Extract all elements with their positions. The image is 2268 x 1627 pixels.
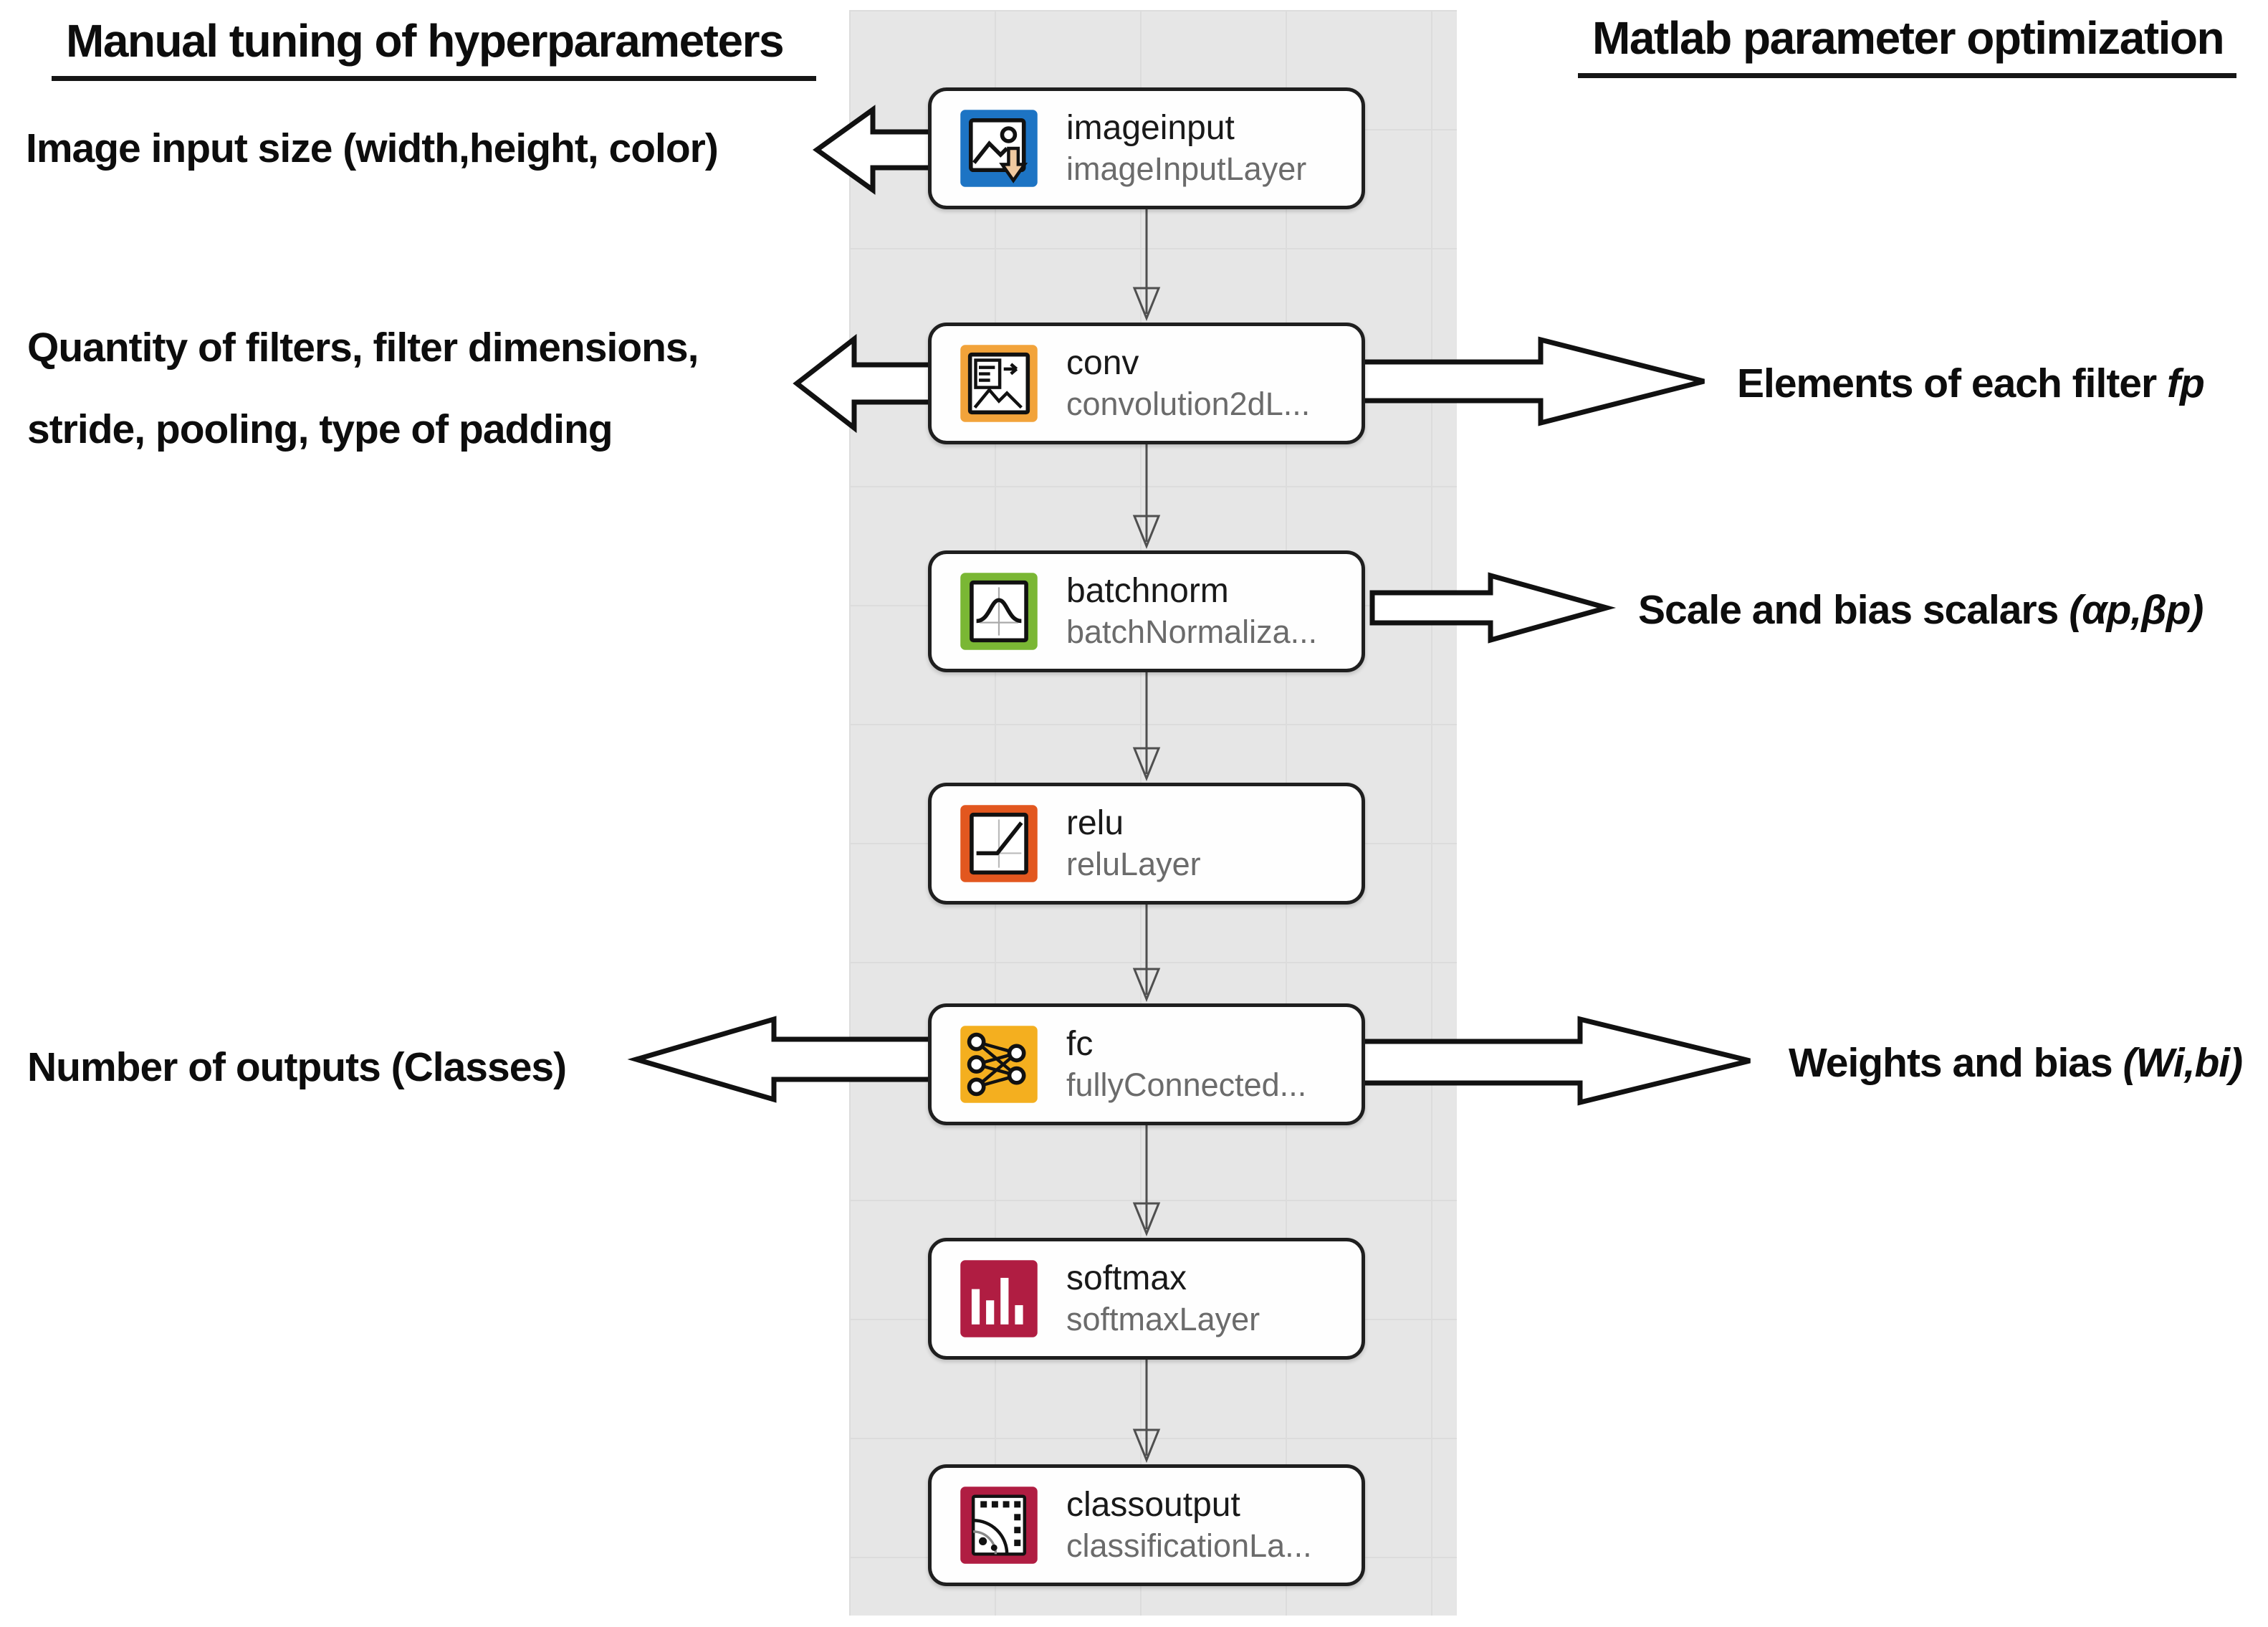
heading-manual-tuning: Manual tuning of hyperparameters: [52, 14, 817, 81]
layer-block-batchnorm: batchnorm batchNormaliza...: [928, 550, 1365, 672]
arrow-right-fc: [1362, 1016, 1751, 1106]
math-symbol: fp: [2167, 361, 2205, 406]
annotation-line: stride, pooling, type of padding: [27, 406, 613, 452]
layer-name: softmax: [1066, 1259, 1187, 1297]
layer-block-fc: fc fullyConnected...: [928, 1003, 1365, 1125]
layer-block-relu: relu reluLayer: [928, 783, 1365, 905]
layer-type: imageInputLayer: [1066, 151, 1307, 187]
annotation-scale-bias-scalars: Scale and bias scalars (αp,βp): [1638, 569, 2204, 651]
layer-name: relu: [1066, 804, 1124, 842]
arrow-right-conv: [1362, 336, 1705, 426]
arrow-left-fc: [627, 1016, 932, 1103]
layer-block-softmax: softmax softmaxLayer: [928, 1238, 1365, 1360]
math-symbol: (Wi,bi): [2123, 1040, 2244, 1086]
layer-type: fullyConnected...: [1066, 1067, 1307, 1103]
layer-name: fc: [1066, 1025, 1094, 1063]
annotation-conv-hyperparams: Quantity of filters, filter dimensions, …: [27, 307, 699, 470]
layer-type: classificationLa...: [1066, 1527, 1312, 1564]
arrow-left-conv: [793, 333, 932, 434]
layer-name: batchnorm: [1066, 572, 1229, 610]
connector-imageinput-conv: [1132, 209, 1161, 321]
annotation-text: Weights and bias: [1789, 1040, 2123, 1086]
layer-name: classoutput: [1066, 1486, 1240, 1524]
layer-block-conv: conv convolution2dL...: [928, 323, 1365, 444]
layer-name: imageinput: [1066, 109, 1235, 147]
relu-icon: [960, 805, 1038, 882]
layer-block-imageinput: imageinput imageInputLayer: [928, 87, 1365, 209]
annotation-image-input-size: Image input size (width,height, color): [26, 108, 719, 189]
connector-fc-softmax: [1132, 1125, 1161, 1236]
annotation-text: Scale and bias scalars: [1638, 587, 2070, 633]
annotation-filter-elements: Elements of each filter fp: [1737, 343, 2205, 424]
image-input-icon: [960, 110, 1038, 187]
layer-block-classoutput: classoutput classificationLa...: [928, 1464, 1365, 1586]
classoutput-icon: [960, 1487, 1038, 1564]
annotation-number-of-outputs: Number of outputs (Classes): [27, 1026, 567, 1108]
annotation-line: Quantity of filters, filter dimensions,: [27, 325, 699, 371]
batchnorm-icon: [960, 573, 1038, 650]
convolution-icon: [960, 345, 1038, 422]
layer-type: softmaxLayer: [1066, 1301, 1260, 1337]
annotation-weights-bias: Weights and bias (Wi,bi): [1789, 1022, 2244, 1104]
math-symbol: (αp,βp): [2069, 587, 2204, 633]
heading-matlab-optimization: Matlab parameter optimization: [1578, 11, 2237, 78]
connector-relu-fc: [1132, 905, 1161, 1002]
annotation-text: Elements of each filter: [1737, 361, 2168, 406]
arrow-left-imageinput: [812, 105, 932, 195]
layer-type: batchNormaliza...: [1066, 614, 1318, 650]
annotation-line: Number of outputs (Classes): [27, 1044, 567, 1090]
connector-conv-batchnorm: [1132, 444, 1161, 549]
arrow-right-batchnorm: [1369, 572, 1617, 644]
layer-name: conv: [1066, 344, 1139, 382]
fully-connected-icon: [960, 1026, 1038, 1103]
softmax-icon: [960, 1260, 1038, 1337]
connector-softmax-classoutput: [1132, 1360, 1161, 1463]
annotation-line: Image input size (width,height, color): [26, 125, 719, 171]
layer-type: convolution2dL...: [1066, 386, 1311, 422]
layer-type: reluLayer: [1066, 846, 1201, 882]
connector-batchnorm-relu: [1132, 672, 1161, 781]
